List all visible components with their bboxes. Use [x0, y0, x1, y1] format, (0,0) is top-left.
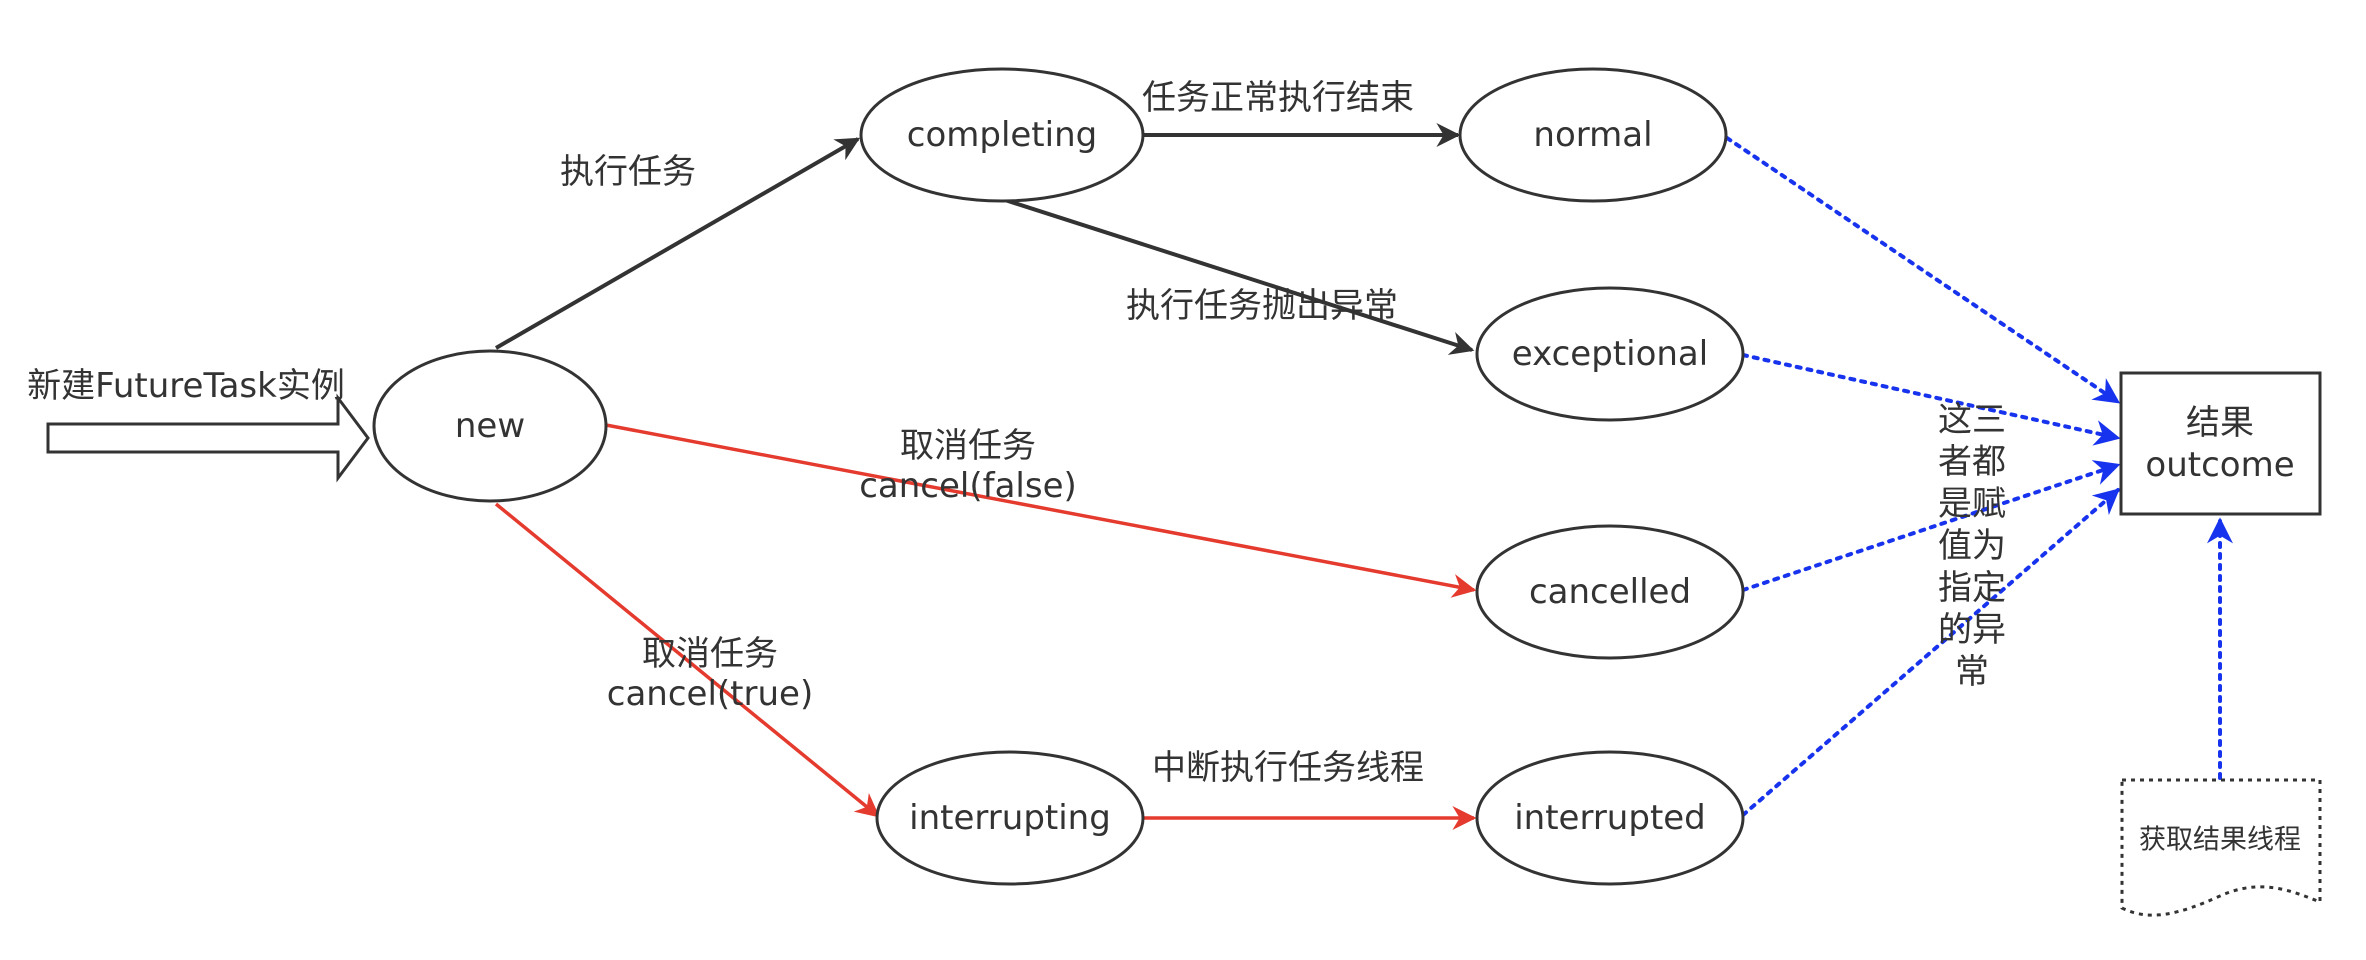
note-line-7: 常	[1955, 652, 1989, 692]
label-interrupt-thread: 中断执行任务线程	[1152, 748, 1424, 788]
edge-interrupted-to-outcome	[1741, 488, 2120, 817]
node-completing: completing	[859, 67, 1145, 203]
edge-cancelled-to-outcome	[1741, 460, 2121, 592]
label-create-instance: 新建FutureTask实例	[27, 366, 345, 406]
node-interrupting: interrupting	[875, 750, 1145, 886]
label-cancel-false-line2: cancel(false)	[859, 466, 1077, 506]
edge-new-to-completing	[495, 137, 861, 350]
edge-completing-to-exceptional	[1004, 198, 1475, 355]
node-fetch-thread-label: 获取结果线程	[2139, 825, 2301, 856]
node-exceptional-label: exceptional	[1512, 334, 1708, 374]
label-execute-task: 执行任务	[560, 152, 696, 192]
note-line-5: 指定	[1938, 568, 2006, 608]
node-cancelled-label: cancelled	[1529, 572, 1691, 612]
label-cancel-false-line1: 取消任务	[900, 426, 1036, 466]
node-new: new	[372, 349, 608, 503]
node-interrupting-label: interrupting	[909, 798, 1111, 838]
label-throws-exception: 执行任务抛出异常	[1126, 286, 1398, 326]
edge-normal-to-outcome	[1725, 136, 2121, 404]
note-line-3: 是赋	[1938, 484, 2006, 524]
node-completing-label: completing	[907, 115, 1097, 155]
label-cancel-true-line1: 取消任务	[642, 634, 778, 674]
node-normal: normal	[1458, 67, 1728, 203]
node-normal-label: normal	[1533, 115, 1652, 155]
node-outcome-label-line1: 结果	[2186, 403, 2254, 443]
node-cancelled: cancelled	[1475, 524, 1745, 660]
node-exceptional: exceptional	[1475, 286, 1745, 422]
note-line-6: 的异	[1938, 610, 2006, 650]
note-line-4: 值为	[1938, 526, 2006, 566]
label-cancel-true-line2: cancel(true)	[607, 674, 813, 714]
note-assigned-exception: 这三 者都 是赋 值为 指定 的异 常	[1938, 400, 2006, 692]
note-line-2: 者都	[1938, 442, 2006, 482]
label-normal-finish: 任务正常执行结束	[1142, 78, 1414, 118]
note-line-1: 这三	[1938, 400, 2006, 440]
node-outcome: 结果 outcome	[2119, 371, 2322, 516]
edge-exceptional-to-outcome	[1741, 353, 2121, 446]
entry-arrow	[46, 393, 370, 483]
node-interrupted: interrupted	[1475, 750, 1745, 886]
edge-new-to-interrupting	[494, 502, 880, 818]
edge-new-to-cancelled	[605, 423, 1477, 598]
node-new-label: new	[455, 406, 525, 446]
node-interrupted-label: interrupted	[1514, 798, 1706, 838]
node-outcome-label-line2: outcome	[2145, 445, 2294, 485]
node-fetch-thread: 获取结果线程	[2120, 778, 2322, 917]
